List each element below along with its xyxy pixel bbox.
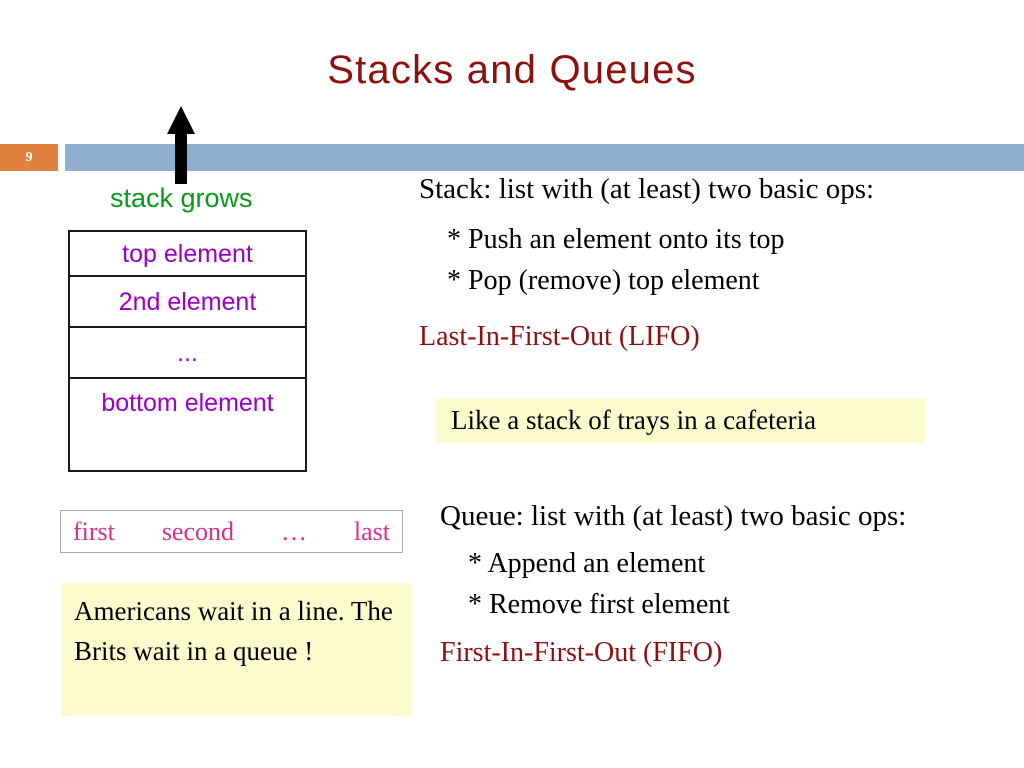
stack-op-push: * Push an element onto its top — [447, 224, 785, 255]
queue-item-second: second — [161, 516, 235, 546]
header-band — [65, 144, 1024, 171]
slide-number-label: 9 — [25, 150, 33, 165]
stack-cell-top: top element — [70, 232, 305, 277]
queue-heading: Queue: list with (at least) two basic op… — [440, 500, 907, 532]
slide-number-badge: 9 — [0, 144, 58, 171]
stack-cell-second: 2nd element — [70, 277, 305, 328]
queue-diagram: first second … last — [60, 510, 403, 553]
lifo-label: Last-In-First-Out (LIFO) — [419, 321, 700, 352]
queue-op-append: * Append an element — [468, 548, 706, 579]
queue-callout: Americans wait in a line. The Brits wait… — [62, 583, 412, 716]
stack-diagram: top element 2nd element ... bottom eleme… — [68, 230, 307, 472]
stack-cell-bottom: bottom element — [101, 389, 274, 417]
queue-item-ellipsis: … — [280, 516, 307, 546]
stack-callout: Like a stack of trays in a cafeteria — [436, 398, 925, 443]
stack-grows-label: stack grows — [110, 183, 253, 213]
queue-item-first: first — [73, 516, 115, 546]
stack-op-pop: * Pop (remove) top element — [447, 265, 760, 296]
fifo-label: First-In-First-Out (FIFO) — [440, 637, 723, 668]
page-title: Stacks and Queues — [327, 48, 697, 92]
up-arrow-icon — [167, 106, 195, 184]
stack-heading: Stack: list with (at least) two basic op… — [419, 173, 875, 205]
stack-cell-ellipsis: ... — [70, 328, 305, 379]
queue-op-remove: * Remove first element — [468, 589, 731, 620]
queue-item-last: last — [353, 516, 390, 546]
